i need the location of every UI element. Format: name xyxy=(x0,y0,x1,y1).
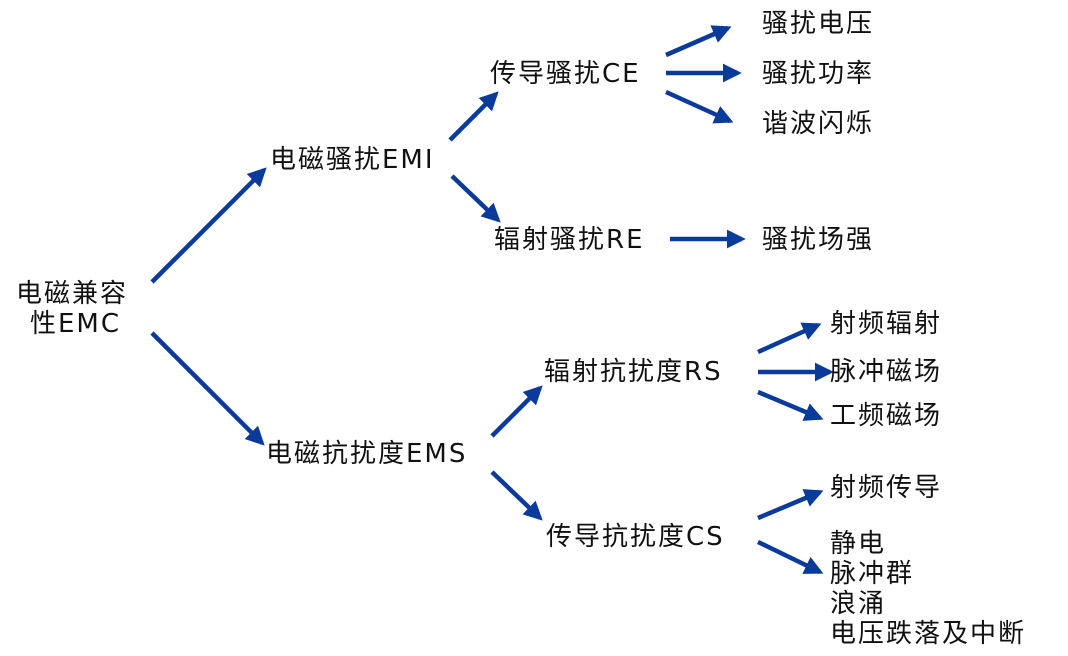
leaf-ce-2: 骚扰功率 xyxy=(762,59,874,89)
node-ce: 传导骚扰CE xyxy=(490,59,641,89)
node-emi: 电磁骚扰EMI xyxy=(270,145,435,175)
node-emc-line-1: 电磁兼容 xyxy=(16,279,128,309)
leaf-cs-2: 静电 xyxy=(830,529,886,559)
leaf-rs-2: 脉冲磁场 xyxy=(830,357,942,387)
arrows xyxy=(150,25,834,575)
arrow-emc-to-ems xyxy=(150,331,265,446)
arrow-emi-to-ce xyxy=(448,91,499,142)
arrow-cs-to-leaf-2 xyxy=(757,539,824,575)
node-emc-line-2: 性EMC xyxy=(30,309,121,339)
arrow-rs-to-leaf-1 xyxy=(757,322,822,355)
leaf-rs-1: 射频辐射 xyxy=(830,309,942,339)
leaf-ce-3: 谐波闪烁 xyxy=(762,109,874,139)
arrow-ems-to-rs xyxy=(490,385,543,438)
arrow-emc-to-emi xyxy=(150,167,267,284)
leaf-rs-3: 工频磁场 xyxy=(830,401,942,431)
leaf-ce-1: 骚扰电压 xyxy=(762,9,874,39)
arrow-emi-to-re xyxy=(450,174,501,223)
arrow-cs-to-leaf-1 xyxy=(757,489,824,521)
arrow-ems-to-cs xyxy=(490,470,543,521)
leaf-cs-5: 电压跌落及中断 xyxy=(830,619,1026,649)
arrow-ce-to-leaf-1 xyxy=(665,25,732,58)
arrow-rs-to-leaf-3 xyxy=(757,389,824,421)
leaf-cs-1: 射频传导 xyxy=(830,473,942,503)
node-rs: 辐射抗扰度RS xyxy=(544,357,723,387)
leaf-re-1: 骚扰场强 xyxy=(762,225,874,255)
node-ems: 电磁抗扰度EMS xyxy=(266,439,467,469)
leaf-cs-4: 浪涌 xyxy=(830,589,886,619)
node-cs: 传导抗扰度CS xyxy=(546,522,725,552)
leaf-cs-3: 脉冲群 xyxy=(830,559,914,589)
node-re: 辐射骚扰RE xyxy=(494,225,645,255)
arrow-ce-to-leaf-3 xyxy=(665,89,734,124)
